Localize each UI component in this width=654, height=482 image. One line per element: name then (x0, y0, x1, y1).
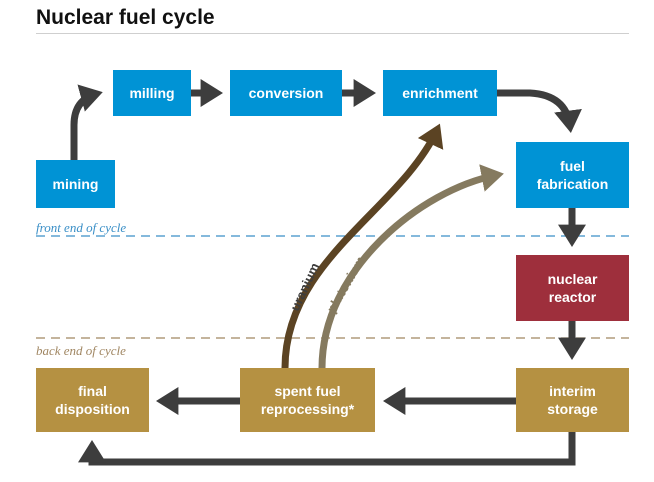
uranium-label: uranium (287, 260, 322, 313)
front-end-label: front end of cycle (36, 220, 127, 235)
diagram-title: Nuclear fuel cycle (36, 6, 215, 29)
mining-box: mining (36, 160, 115, 208)
interim-storage-label: interim storage (547, 383, 598, 417)
back-end-label: back end of cycle (36, 343, 126, 358)
spent-fuel-reprocessing-box: spent fuel reprocessing* (240, 368, 375, 432)
nuclear-reactor-box: nuclear reactor (516, 255, 629, 321)
spent-fuel-reprocessing-label: spent fuel reprocessing* (260, 383, 355, 417)
plutonium-recycle-arrow (318, 164, 504, 369)
interim-storage-box: interim storage (516, 368, 629, 432)
enrichment-box: enrichment (383, 70, 497, 116)
conversion-label: conversion (248, 85, 324, 101)
arrow-storage-to-disposition (78, 432, 576, 466)
arrow-mining-to-milling (70, 84, 103, 160)
enrichment-label: enrichment (402, 85, 478, 101)
uranium-recycle-arrow (281, 123, 444, 369)
final-disposition-label: final disposition (55, 383, 130, 417)
nuclear-reactor-label: nuclear reactor (547, 271, 598, 305)
milling-box: milling (113, 70, 191, 116)
conversion-box: conversion (230, 70, 342, 116)
arrow-enrichment-to-fabrication (497, 89, 582, 133)
final-disposition-box: final disposition (36, 368, 149, 432)
fuel-fabrication-label: fuel fabrication (536, 158, 609, 192)
milling-label: milling (129, 85, 175, 101)
mining-label: mining (52, 176, 99, 192)
fuel-fabrication-box: fuel fabrication (516, 142, 629, 208)
title-rule (36, 33, 629, 34)
